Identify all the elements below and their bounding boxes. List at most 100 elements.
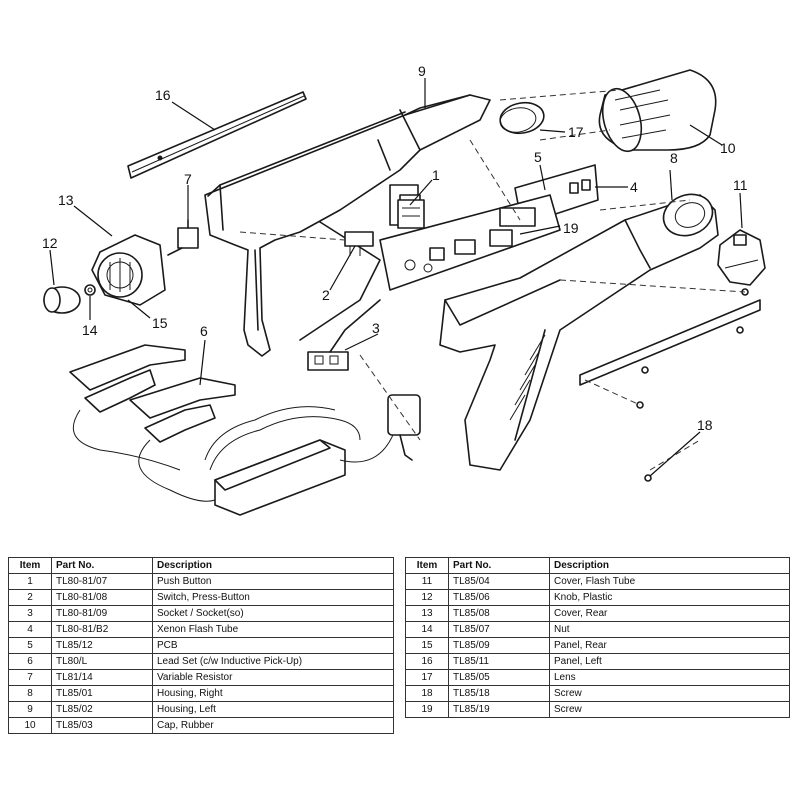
callout-7: 7 — [184, 171, 192, 187]
callout-leaders — [49, 78, 743, 477]
header-item: Item — [405, 557, 449, 574]
callout-13: 13 — [58, 192, 74, 208]
header-description: Description — [549, 557, 790, 574]
cell-part-no: TL85/05 — [448, 669, 550, 686]
header-item: Item — [8, 557, 52, 574]
cell-part-no: TL85/02 — [51, 701, 153, 718]
callout-10: 10 — [720, 140, 736, 156]
callout-1: 1 — [432, 167, 440, 183]
callout-11: 11 — [733, 177, 748, 193]
cell-description: Socket / Socket(so) — [152, 605, 394, 622]
cell-part-no: TL80-81/09 — [51, 605, 153, 622]
callout-16: 16 — [155, 87, 171, 103]
cell-item: 8 — [8, 685, 52, 702]
cell-item: 2 — [8, 589, 52, 606]
part-lens — [499, 101, 545, 135]
cell-part-no: TL85/18 — [448, 685, 550, 702]
cell-part-no: TL80-81/08 — [51, 589, 153, 606]
assembly-guides — [239, 89, 761, 471]
cell-description: PCB — [152, 637, 394, 654]
part-nut — [84, 284, 96, 296]
callout-15: 15 — [152, 315, 168, 331]
cell-description: Knob, Plastic — [549, 589, 790, 606]
cell-part-no: TL85/09 — [448, 637, 550, 654]
part-rear-cover — [91, 234, 166, 306]
part-knob — [43, 286, 81, 314]
cell-part-no: TL85/06 — [448, 589, 550, 606]
callout-3: 3 — [372, 320, 380, 336]
part-screws — [636, 288, 749, 482]
cell-item: 11 — [405, 573, 449, 590]
callout-4: 4 — [630, 179, 638, 195]
callout-12: 12 — [42, 235, 58, 251]
table-header-row: Item Part No. Description — [405, 557, 790, 574]
cell-part-no: TL85/12 — [51, 637, 153, 654]
cell-description: Housing, Right — [152, 685, 394, 702]
cell-item: 7 — [8, 669, 52, 686]
part-flash-tube-cover — [717, 229, 766, 286]
cell-description: Lens — [549, 669, 790, 686]
cell-item: 9 — [8, 701, 52, 718]
cell-item: 14 — [405, 621, 449, 638]
cell-description: Cover, Rear — [549, 605, 790, 622]
cell-description: Xenon Flash Tube — [152, 621, 394, 638]
cell-item: 4 — [8, 621, 52, 638]
header-part-no: Part No. — [448, 557, 550, 574]
cell-item: 19 — [405, 701, 449, 718]
cell-part-no: TL85/11 — [448, 653, 550, 670]
cell-part-no: TL85/19 — [448, 701, 550, 718]
part-flash-tube — [379, 194, 561, 291]
cell-item: 5 — [8, 637, 52, 654]
cell-item: 1 — [8, 573, 52, 590]
callout-18: 18 — [697, 417, 713, 433]
cell-description: Panel, Left — [549, 653, 790, 670]
callout-14: 14 — [82, 322, 98, 338]
part-rubber-cap — [598, 69, 717, 153]
part-left-panel — [127, 91, 307, 179]
cell-description: Variable Resistor — [152, 669, 394, 686]
cell-description: Switch, Press-Button — [152, 589, 394, 606]
part-socket — [307, 299, 381, 371]
callout-labels: 1 2 3 4 5 6 7 8 9 10 11 12 13 14 15 16 1… — [42, 63, 748, 433]
cell-description: Cover, Flash Tube — [549, 573, 790, 590]
cell-part-no: TL85/01 — [51, 685, 153, 702]
cell-description: Push Button — [152, 573, 394, 590]
header-description: Description — [152, 557, 394, 574]
cell-part-no: TL85/07 — [448, 621, 550, 638]
cell-item: 3 — [8, 605, 52, 622]
cell-description: Nut — [549, 621, 790, 638]
cell-description: Panel, Rear — [549, 637, 790, 654]
cell-description: Screw — [549, 685, 790, 702]
part-switch — [344, 231, 374, 256]
cell-description: Screw — [549, 701, 790, 718]
cell-item: 18 — [405, 685, 449, 702]
callout-6: 6 — [200, 323, 208, 339]
callout-8: 8 — [670, 150, 678, 166]
exploded-parts-diagram: 1 2 3 4 5 6 7 8 9 10 11 12 13 14 15 16 1… — [42, 63, 766, 516]
cell-description: Housing, Left — [152, 701, 394, 718]
cell-item: 15 — [405, 637, 449, 654]
callout-17: 17 — [568, 124, 584, 140]
cell-part-no: TL80/L — [51, 653, 153, 670]
cell-item: 13 — [405, 605, 449, 622]
part-variable-resistor — [167, 219, 199, 256]
cell-part-no: TL85/03 — [51, 717, 153, 734]
table-header-row: Item Part No. Description — [8, 557, 394, 574]
cell-part-no: TL85/04 — [448, 573, 550, 590]
cell-part-no: TL80-81/B2 — [51, 621, 153, 638]
cell-item: 6 — [8, 653, 52, 670]
cell-part-no: TL81/14 — [51, 669, 153, 686]
cell-item: 12 — [405, 589, 449, 606]
